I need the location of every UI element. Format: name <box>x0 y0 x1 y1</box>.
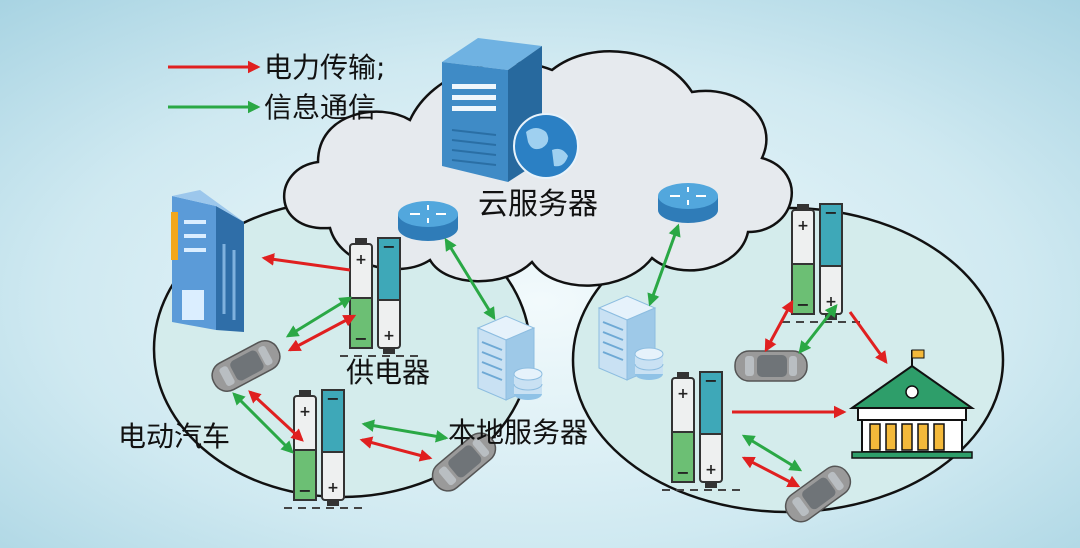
info-arrows <box>232 223 838 472</box>
right-router-icon <box>657 182 719 224</box>
legend: 电力传输; 信息通信 <box>168 51 385 124</box>
local-server-label: 本地服务器 <box>448 416 588 449</box>
cloud-server-icon <box>442 38 579 182</box>
cloud-server-label: 云服务器 <box>478 187 598 222</box>
office-building-icon <box>171 190 244 332</box>
left-local-server-icon <box>477 315 543 401</box>
charger-label: 供电器 <box>346 356 430 389</box>
ev-label: 电动汽车 <box>118 420 230 453</box>
legend-power-label: 电力传输; <box>264 51 385 84</box>
legend-info-label: 信息通信 <box>264 91 376 124</box>
left-router-icon <box>397 200 459 242</box>
public-building-icon <box>848 349 976 459</box>
right-local-server-icon <box>598 295 664 381</box>
ev-car-icon <box>734 350 808 382</box>
